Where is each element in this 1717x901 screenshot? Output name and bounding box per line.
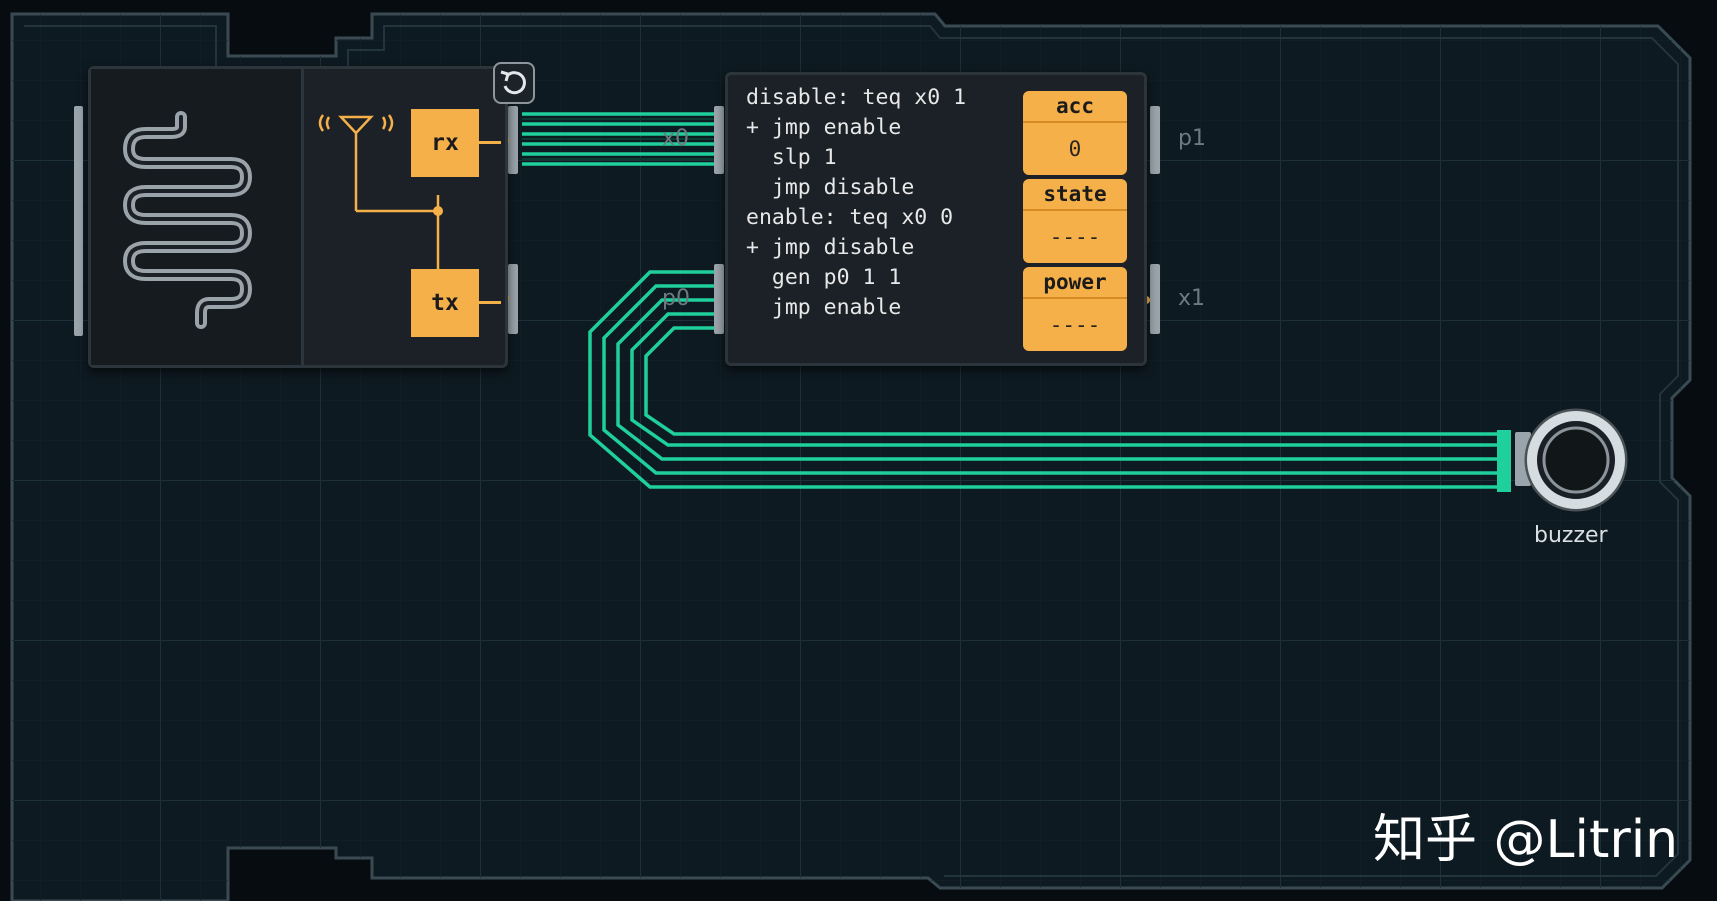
trace-x0 bbox=[522, 112, 715, 166]
register-power-name: power bbox=[1023, 267, 1127, 299]
register-power-value: ---- bbox=[1049, 313, 1101, 337]
wavy-line-icon bbox=[123, 111, 252, 329]
register-state-value: ---- bbox=[1049, 225, 1101, 249]
port-x0-pin bbox=[714, 106, 724, 174]
port-p1-pin bbox=[1150, 106, 1160, 174]
rotate-button[interactable] bbox=[493, 62, 535, 104]
register-acc: acc 0 bbox=[1023, 91, 1127, 175]
port-label-p0: p0 bbox=[662, 286, 690, 311]
buzzer[interactable] bbox=[1515, 408, 1628, 512]
port-p0-pin bbox=[714, 264, 724, 334]
radio-module[interactable]: rx tx bbox=[88, 66, 508, 368]
port-label-x0: x0 bbox=[662, 126, 690, 151]
port-label-p1: p1 bbox=[1178, 126, 1206, 151]
register-power: power ---- bbox=[1023, 267, 1127, 351]
antenna-icon bbox=[318, 114, 443, 269]
port-x1-pin bbox=[1150, 264, 1160, 334]
radio-coil-panel bbox=[91, 69, 304, 365]
trace-p0 bbox=[588, 270, 1505, 489]
watermark: 知乎 @Litrin bbox=[1373, 810, 1679, 870]
register-state: state ---- bbox=[1023, 179, 1127, 263]
rotate-icon bbox=[500, 70, 526, 95]
register-acc-name: acc bbox=[1023, 91, 1127, 123]
microcontroller-module[interactable]: disable: teq x0 1 + jmp enable slp 1 jmp… bbox=[725, 72, 1147, 366]
radio-tx-port: tx bbox=[411, 269, 479, 337]
register-acc-value: 0 bbox=[1068, 137, 1082, 161]
buzzer-label: buzzer bbox=[1534, 523, 1608, 548]
port-label-x1: x1 bbox=[1178, 286, 1206, 311]
code-editor[interactable]: disable: teq x0 1 + jmp enable slp 1 jmp… bbox=[746, 85, 967, 320]
radio-rx-port: rx bbox=[411, 109, 479, 177]
register-state-name: state bbox=[1023, 179, 1127, 211]
